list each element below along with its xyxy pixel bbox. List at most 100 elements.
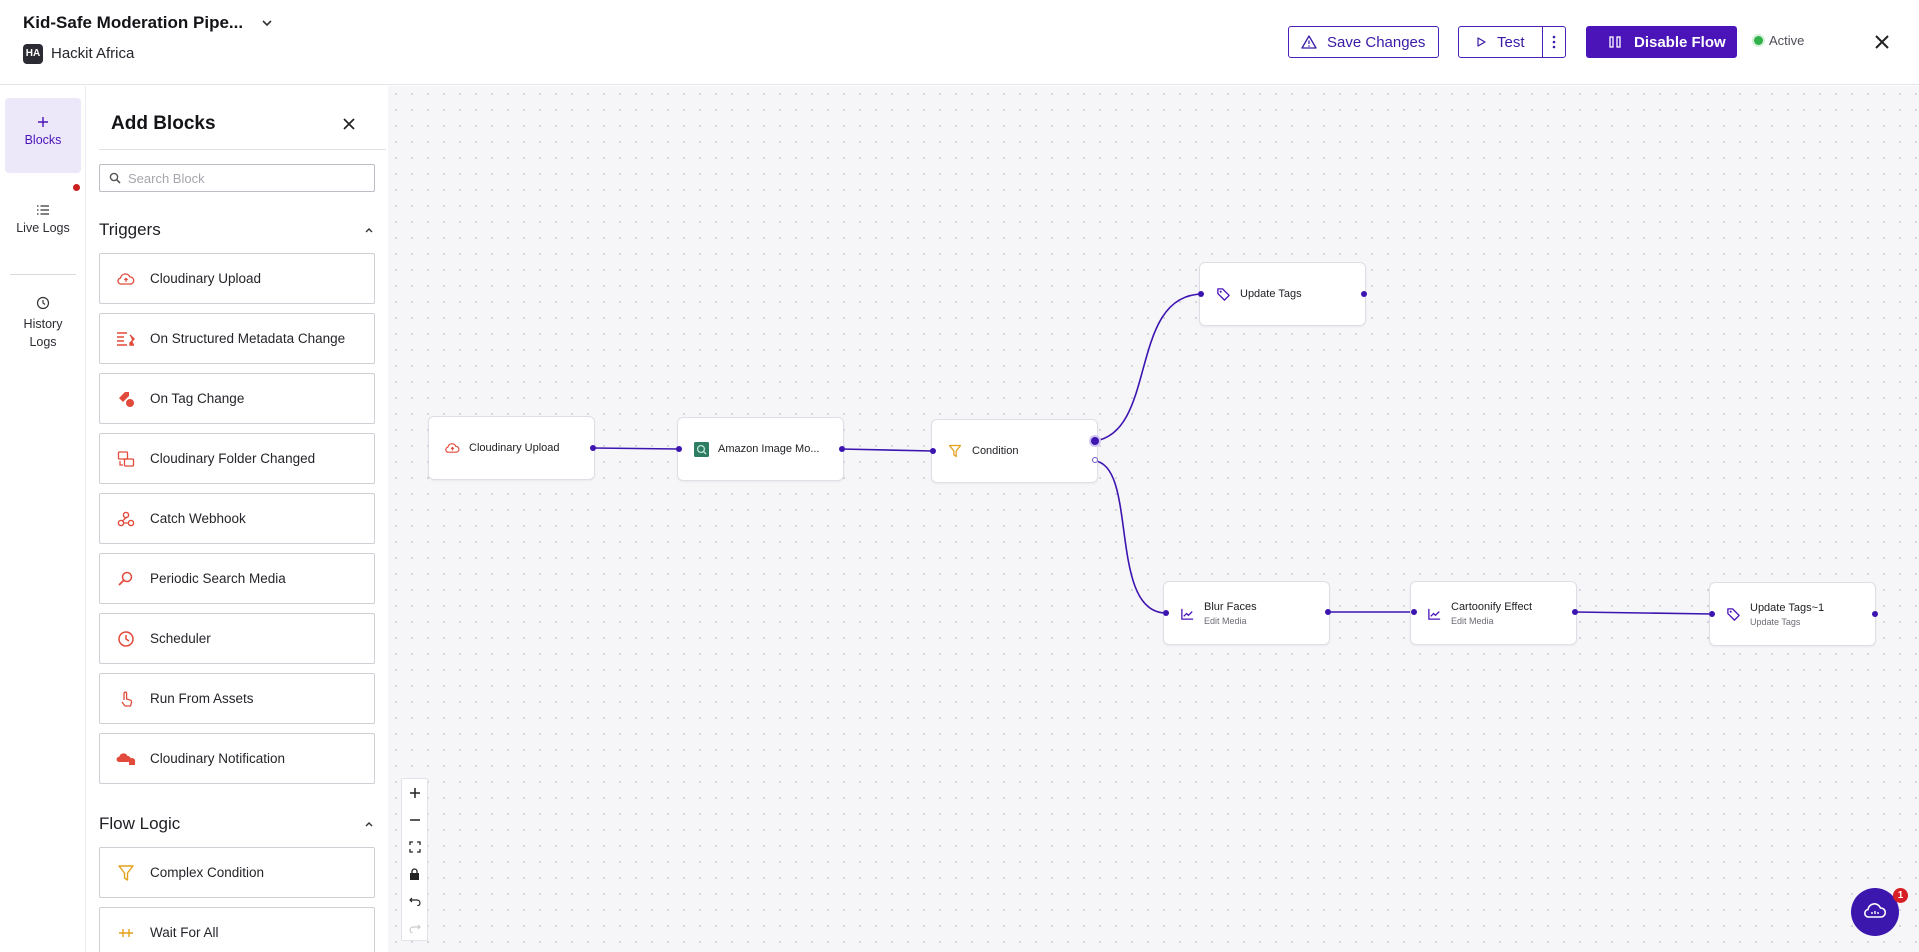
- left-rail: Blocks Live Logs History Logs: [0, 86, 86, 952]
- node-input-handle[interactable]: [1163, 610, 1169, 616]
- node-sublabel: Update Tags: [1750, 616, 1801, 627]
- metadata-icon: [116, 329, 136, 349]
- node-output-handle[interactable]: [839, 446, 845, 452]
- node-input-handle[interactable]: [1411, 609, 1417, 615]
- node-cartoonify-effect[interactable]: Cartoonify Effect Edit Media: [1410, 581, 1577, 645]
- pointer-icon: [116, 689, 136, 709]
- node-output-handle[interactable]: [1361, 291, 1367, 297]
- block-label: Cloudinary Upload: [150, 271, 262, 286]
- canvas-controls: [401, 778, 428, 941]
- triggers-section-header[interactable]: Triggers: [99, 220, 375, 240]
- edit-media-icon: [1426, 605, 1442, 621]
- flow-canvas[interactable]: Cloudinary Upload Amazon Image Mo... Con…: [388, 86, 1919, 952]
- edge-cartoonify-to-update-tags-1: [1574, 611, 1713, 615]
- node-input-handle[interactable]: [1709, 611, 1715, 617]
- node-output-handle[interactable]: [1572, 609, 1578, 615]
- cloud-chat-icon: [1864, 903, 1887, 918]
- disable-flow-button[interactable]: Disable Flow: [1586, 26, 1737, 58]
- chevron-down-icon[interactable]: [258, 14, 276, 32]
- plus-icon: [38, 117, 48, 127]
- redo-icon: [408, 924, 421, 933]
- node-sublabel: Edit Media: [1204, 615, 1247, 626]
- lock-icon: [410, 867, 419, 880]
- block-item-catch-webhook[interactable]: Catch Webhook: [99, 493, 375, 544]
- save-changes-label: Save Changes: [1327, 33, 1426, 51]
- node-input-handle[interactable]: [930, 448, 936, 454]
- close-panel-icon[interactable]: [339, 114, 359, 134]
- flow-title[interactable]: Kid-Safe Moderation Pipe...: [23, 13, 244, 32]
- node-output-handle[interactable]: [590, 445, 596, 451]
- node-update-tags[interactable]: Update Tags: [1199, 262, 1366, 326]
- undo-icon: [408, 897, 421, 906]
- top-header: Kid-Safe Moderation Pipe... HA Hackit Af…: [0, 0, 1919, 85]
- fit-view-button[interactable]: [402, 833, 427, 860]
- node-input-handle[interactable]: [676, 446, 682, 452]
- support-chat-button[interactable]: [1851, 888, 1899, 936]
- edge-upload-to-amazon: [592, 447, 680, 450]
- block-item-scheduler[interactable]: Scheduler: [99, 613, 375, 664]
- test-button[interactable]: Test: [1459, 27, 1543, 57]
- panel-divider: [99, 149, 386, 150]
- block-item-complex-condition[interactable]: Complex Condition: [99, 847, 375, 898]
- rail-history-logs-label: History Logs: [23, 317, 63, 349]
- more-options-icon[interactable]: [1543, 27, 1565, 57]
- rail-item-history-logs[interactable]: History Logs: [5, 296, 81, 366]
- redo-button[interactable]: [402, 914, 427, 941]
- zoom-out-button[interactable]: [402, 806, 427, 833]
- block-item-periodic-search[interactable]: Periodic Search Media: [99, 553, 375, 604]
- chevron-up-icon: [365, 822, 373, 827]
- node-amazon-image-moderation[interactable]: Amazon Image Mo...: [677, 417, 844, 481]
- search-block-input[interactable]: [128, 170, 358, 186]
- condition-false-handle[interactable]: [1092, 457, 1098, 463]
- fit-view-icon: [408, 840, 421, 853]
- node-update-tags-1[interactable]: Update Tags~1 Update Tags: [1709, 582, 1876, 646]
- node-input-handle[interactable]: [1198, 291, 1204, 297]
- block-label: On Tag Change: [150, 391, 245, 406]
- node-output-handle[interactable]: [1872, 611, 1878, 617]
- node-blur-faces[interactable]: Blur Faces Edit Media: [1163, 581, 1330, 645]
- block-item-structured-metadata[interactable]: On Structured Metadata Change: [99, 313, 375, 364]
- edge-amazon-to-condition: [840, 448, 934, 452]
- block-label: Cloudinary Folder Changed: [150, 451, 316, 466]
- notification-icon: [116, 749, 136, 769]
- play-icon: [1477, 37, 1486, 47]
- lock-button[interactable]: [402, 860, 427, 887]
- node-condition[interactable]: Condition: [931, 419, 1098, 483]
- flow-logic-section-header[interactable]: Flow Logic: [99, 814, 375, 834]
- node-cloudinary-upload[interactable]: Cloudinary Upload: [428, 416, 595, 480]
- flow-logic-title: Flow Logic: [99, 814, 181, 833]
- node-label: Condition: [972, 445, 1019, 457]
- status-label: Active: [1769, 33, 1805, 48]
- block-label: Run From Assets: [150, 691, 254, 706]
- block-item-folder-changed[interactable]: Cloudinary Folder Changed: [99, 433, 375, 484]
- block-item-run-from-assets[interactable]: Run From Assets: [99, 673, 375, 724]
- tag-icon: [116, 389, 136, 409]
- rail-item-live-logs[interactable]: Live Logs: [5, 204, 81, 264]
- minus-icon: [409, 818, 420, 821]
- save-changes-button[interactable]: Save Changes: [1288, 26, 1439, 58]
- block-label: Periodic Search Media: [150, 571, 286, 586]
- block-item-cloudinary-upload[interactable]: Cloudinary Upload: [99, 253, 375, 304]
- chat-unread-badge: 1: [1893, 888, 1908, 903]
- workspace-avatar: HA: [23, 44, 43, 64]
- block-item-wait-for-all[interactable]: Wait For All: [99, 907, 375, 952]
- condition-true-handle[interactable]: [1091, 437, 1099, 445]
- rail-live-logs-label: Live Logs: [16, 221, 70, 235]
- block-item-cloudinary-notification[interactable]: Cloudinary Notification: [99, 733, 375, 784]
- node-output-handle[interactable]: [1325, 609, 1331, 615]
- rail-blocks-label: Blocks: [24, 133, 62, 147]
- warning-icon: [1301, 35, 1317, 49]
- cloud-upload-icon: [444, 440, 460, 456]
- folder-change-icon: [116, 449, 136, 469]
- triggers-title: Triggers: [99, 220, 161, 239]
- search-media-icon: [116, 569, 136, 589]
- close-icon[interactable]: [1870, 30, 1894, 54]
- workspace-name: Hackit Africa: [51, 45, 135, 62]
- node-label: Blur Faces: [1204, 600, 1257, 613]
- rail-item-blocks[interactable]: Blocks: [5, 98, 81, 173]
- zoom-in-button[interactable]: [402, 779, 427, 806]
- block-item-on-tag-change[interactable]: On Tag Change: [99, 373, 375, 424]
- node-label: Cloudinary Upload: [469, 442, 560, 454]
- search-block-field[interactable]: [99, 164, 375, 192]
- undo-button[interactable]: [402, 887, 427, 914]
